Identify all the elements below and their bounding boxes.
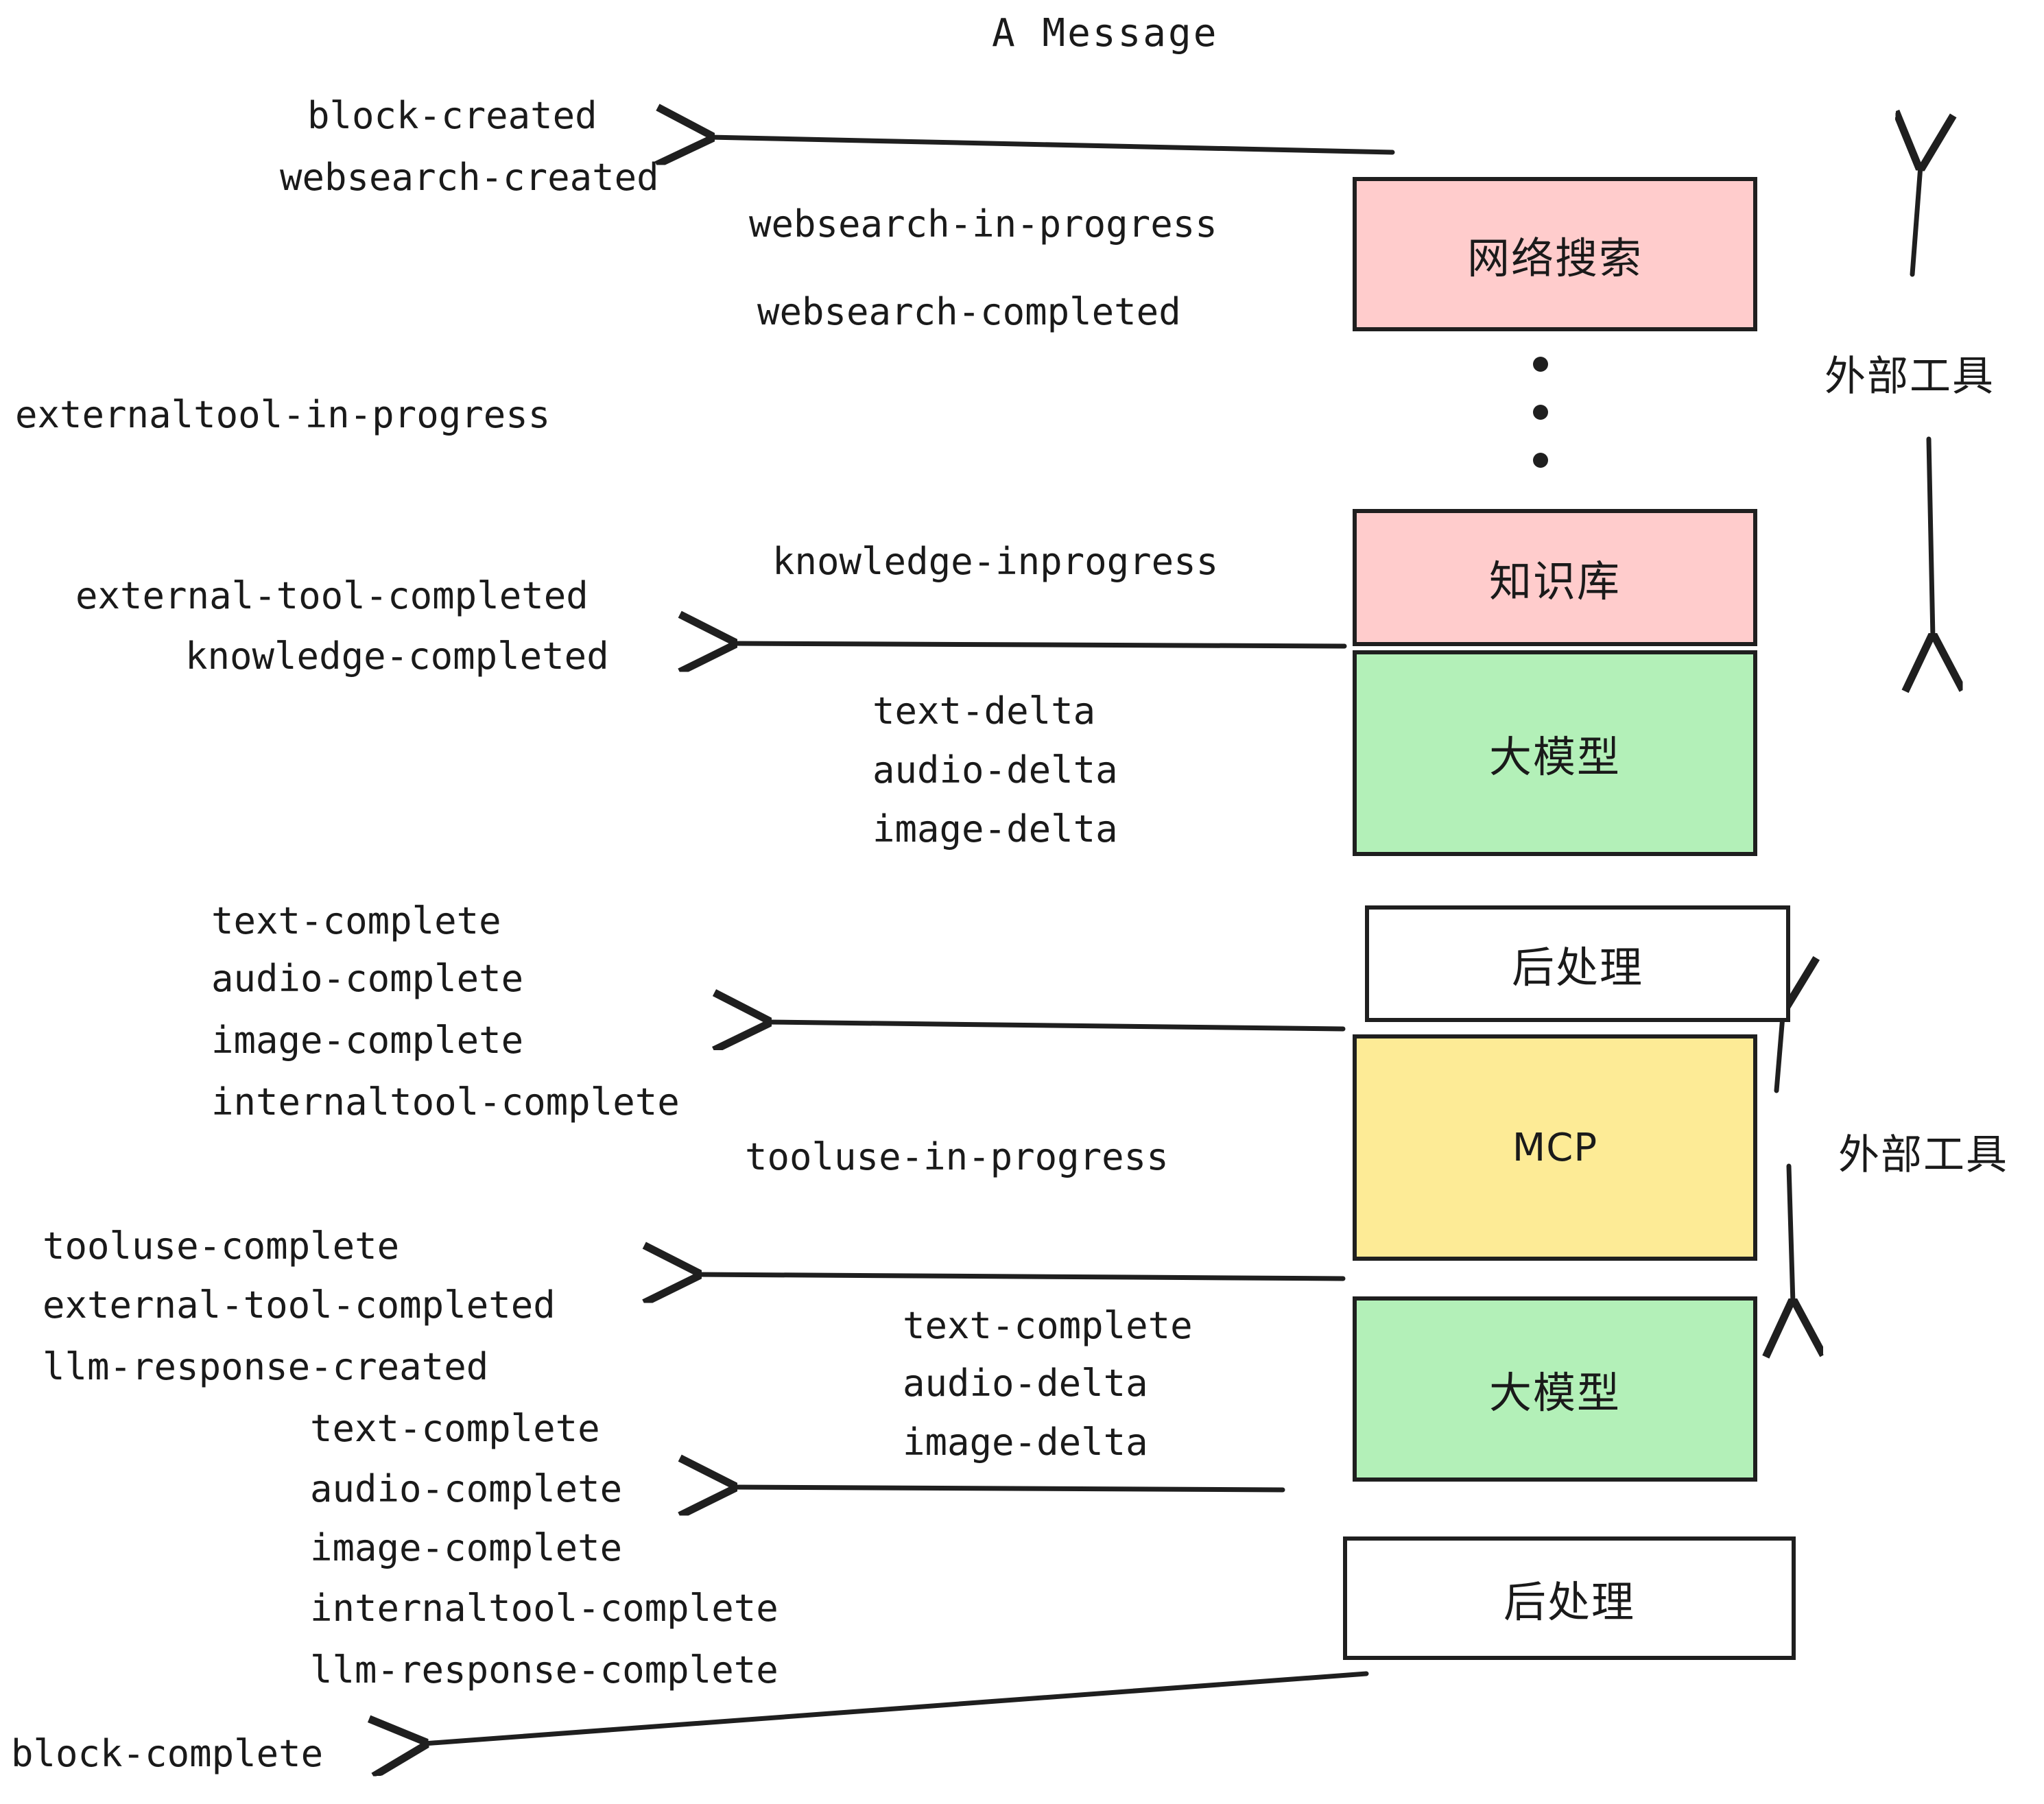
event-label: websearch-completed [757,290,1181,333]
component-box-label: 网络搜索 [1466,233,1643,283]
event-label: text-complete [211,899,501,942]
event-label: tooluse-complete [43,1224,400,1268]
component-box: 后处理 [1343,1536,1796,1660]
event-label: external-tool-completed [75,574,589,617]
event-label: websearch-created [280,156,659,199]
event-label: audio-delta [872,748,1118,792]
event-label: knowledge-inprogress [772,540,1219,583]
event-label: internaltool-complete [211,1080,680,1124]
event-label: text-complete [903,1304,1193,1347]
external-tool-bracket-label: 外部工具 [1838,1131,2008,1179]
ellipsis-dots [1533,357,1548,468]
event-label: audio-complete [310,1467,623,1510]
component-box: 网络搜索 [1353,177,1757,331]
ellipsis-dot [1533,357,1548,372]
component-box-label: MCP [1512,1125,1598,1170]
component-box-label: 后处理 [1511,942,1643,993]
event-label: external-tool-completed [43,1283,556,1327]
event-label: block-created [307,94,597,137]
component-box-label: 大模型 [1488,732,1621,782]
event-label: block-complete [11,1732,324,1775]
event-label: tooluse-in-progress [745,1135,1169,1178]
page-title: A Message [992,11,1219,56]
image-complete-arrow [767,1022,1346,1029]
event-label: audio-delta [903,1362,1148,1405]
external-tool-bracket-down-top [1929,436,1933,638]
event-label: internaltool-complete [310,1587,779,1630]
component-box-label: 后处理 [1503,1577,1635,1627]
event-label: websearch-in-progress [749,202,1217,246]
component-box: 知识库 [1353,509,1757,646]
event-label: externaltool-in-progress [15,393,551,436]
component-box-label: 大模型 [1488,1368,1621,1418]
event-label: knowledge-completed [185,634,609,678]
event-label: image-delta [903,1421,1148,1464]
event-label: image-delta [872,807,1118,851]
ellipsis-dot [1533,405,1548,420]
event-label: audio-complete [211,957,524,1000]
knowledge-completed-arrow [733,643,1347,646]
component-box-label: 知识库 [1488,556,1621,606]
ellipsis-dot [1533,453,1548,468]
event-label: image-complete [310,1526,623,1569]
block-created-arrow [710,137,1395,152]
component-box: 大模型 [1353,650,1757,856]
external-tool-bracket-label: 外部工具 [1825,353,1995,401]
component-box: MCP [1353,1034,1757,1261]
event-label: image-complete [211,1019,524,1062]
event-label: text-delta [872,689,1096,733]
event-label: llm-response-complete [310,1648,779,1692]
event-label: llm-response-created [43,1345,489,1388]
tooluse-complete-arrow [697,1274,1346,1279]
external-tool-bracket-up-top [1912,166,1921,277]
component-box: 后处理 [1365,905,1790,1022]
event-label: text-complete [310,1407,600,1450]
external-tool-bracket-down-bot [1789,1163,1793,1303]
audio-complete-arrow [733,1487,1285,1490]
component-box: 大模型 [1353,1296,1757,1482]
